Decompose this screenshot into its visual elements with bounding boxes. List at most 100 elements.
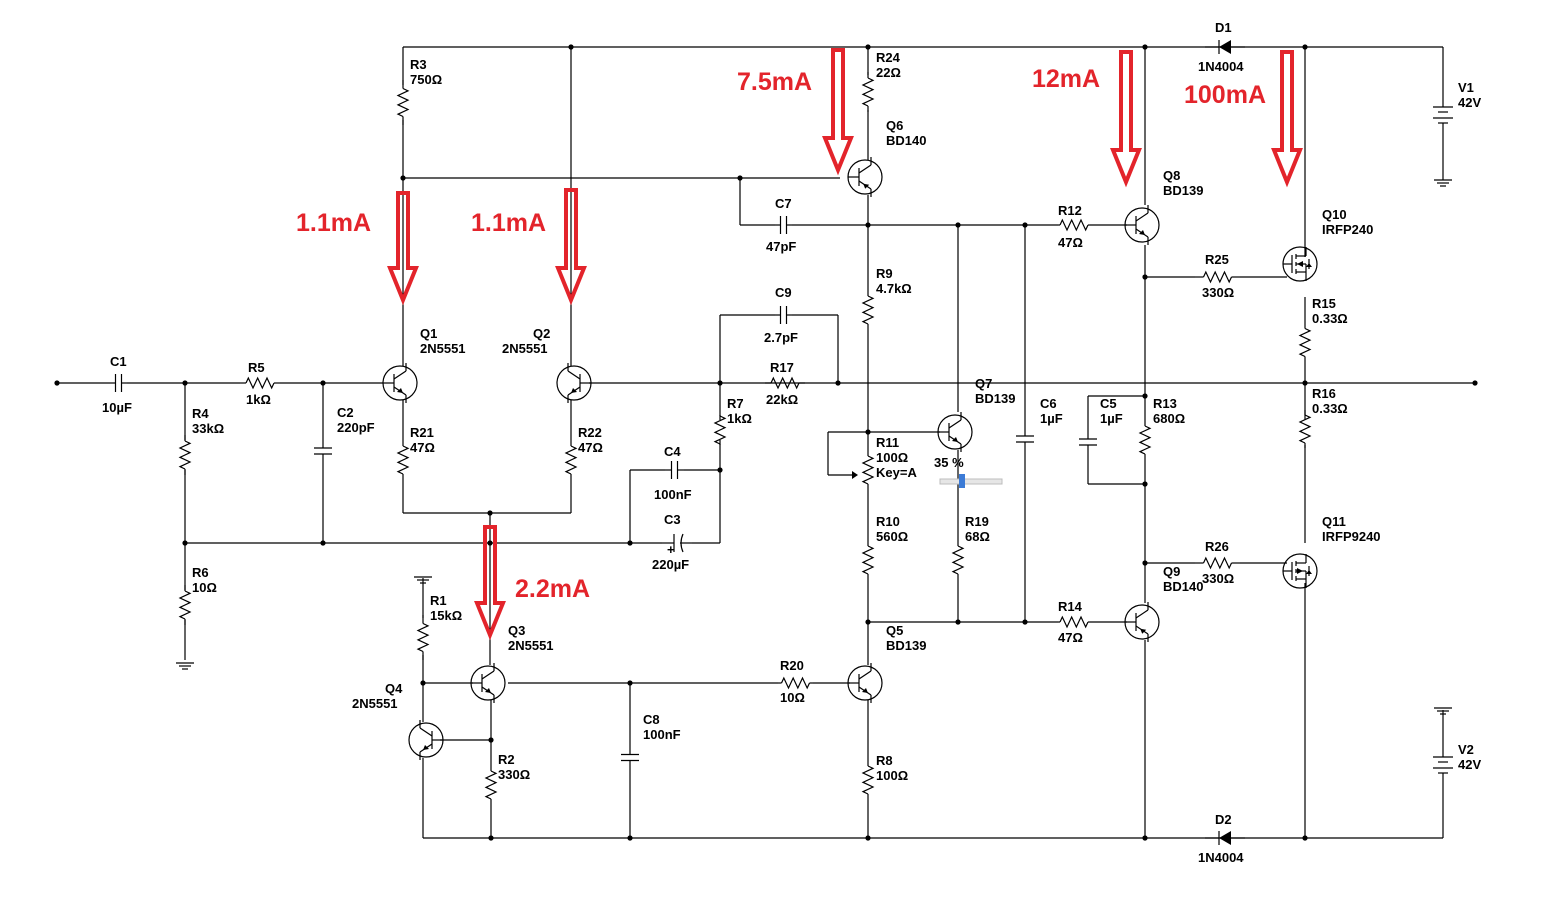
channel-arrow xyxy=(1297,261,1303,267)
label-r25-value: 330Ω xyxy=(1202,285,1234,300)
emitter-arrow xyxy=(571,388,577,393)
resistor-r26 xyxy=(1195,556,1240,570)
resistor-r21 xyxy=(396,440,410,480)
resistor-body xyxy=(416,622,430,653)
junction-dot xyxy=(1302,380,1308,386)
label-r21-value: 47Ω xyxy=(410,440,435,455)
label-q5-value: BD139 xyxy=(886,638,926,653)
ground-icon xyxy=(1434,707,1452,715)
label-c1: C1 xyxy=(110,354,127,369)
diode-arrow xyxy=(1306,570,1312,574)
label-c3: C3 xyxy=(664,512,681,527)
junction-dot xyxy=(1142,835,1148,841)
emitter-arrow xyxy=(423,745,429,750)
label-r6: R6 xyxy=(192,565,209,580)
label-c6-value: 1µF xyxy=(1040,411,1063,426)
label-r21: R21 xyxy=(410,425,434,440)
transistor-q1 xyxy=(382,363,418,403)
resistor-r17 xyxy=(765,376,805,390)
label-q3: Q3 xyxy=(508,623,525,638)
label-r17: R17 xyxy=(770,360,794,375)
label-c1-value: 10µF xyxy=(102,400,132,415)
resistor-r22 xyxy=(564,440,578,480)
collector xyxy=(419,727,433,737)
component-labels: C110µFR51kΩR433kΩC2220pFR610ΩR3750ΩQ12N5… xyxy=(102,20,1481,865)
resistor-body xyxy=(1202,270,1233,284)
battery-v2 xyxy=(1433,750,1453,780)
resistor-body xyxy=(1059,615,1089,629)
transistor-q7 xyxy=(937,412,973,452)
resistor-body xyxy=(1202,556,1233,570)
capacitor-c2 xyxy=(314,440,332,462)
label-r14: R14 xyxy=(1058,599,1083,614)
label-q3-value: 2N5551 xyxy=(508,638,554,653)
transistor-q6 xyxy=(847,157,883,197)
junction-dot xyxy=(320,380,326,386)
label-r20: R20 xyxy=(780,658,804,673)
junction-dot xyxy=(488,835,494,841)
emitter-arrow xyxy=(863,183,870,189)
junction-dot xyxy=(568,44,574,50)
label-q2: Q2 xyxy=(533,326,550,341)
label-r4-value: 33kΩ xyxy=(192,421,224,436)
label-c2: C2 xyxy=(337,405,354,420)
label-r12-value: 47Ω xyxy=(1058,235,1083,250)
capacitor-c3: + xyxy=(662,533,692,557)
capacitor-c9 xyxy=(775,306,792,324)
transistor-q4 xyxy=(408,720,444,760)
resistor-body xyxy=(178,440,192,470)
collector xyxy=(858,164,872,174)
label-r11: R11 xyxy=(876,435,899,450)
junction-dot xyxy=(1022,222,1028,228)
transistor-q2 xyxy=(556,363,592,403)
collector xyxy=(858,670,872,680)
ground-icon xyxy=(414,576,432,584)
label-q9-value: BD140 xyxy=(1163,579,1203,594)
resistor-body xyxy=(1298,414,1312,444)
label-q10-value: IRFP240 xyxy=(1322,222,1373,237)
label-r24: R24 xyxy=(876,50,901,65)
label-q7: Q7 xyxy=(975,376,992,391)
label-r14-value: 47Ω xyxy=(1058,630,1083,645)
label-r15-value: 0.33Ω xyxy=(1312,311,1348,326)
current-label-vas: 7.5mA xyxy=(737,68,812,96)
junction-dot xyxy=(420,680,426,686)
resistor-body xyxy=(861,545,875,575)
current-label-output: 100mA xyxy=(1184,81,1266,109)
label-c9-value: 2.7pF xyxy=(764,330,798,345)
current-arrow-vas xyxy=(822,48,854,176)
capacitor-c8 xyxy=(621,750,639,765)
junction-dot xyxy=(717,467,723,473)
diode-d1 xyxy=(1205,40,1245,54)
resistor-body xyxy=(861,455,875,485)
junction-dot xyxy=(1142,481,1148,487)
resistor-body xyxy=(484,770,498,800)
label-q1: Q1 xyxy=(420,326,437,341)
label-r7-value: 1kΩ xyxy=(727,411,752,426)
capacitor-c5 xyxy=(1079,433,1097,451)
resistor-body xyxy=(770,376,800,390)
label-c2-value: 220pF xyxy=(337,420,375,435)
junction-dot xyxy=(487,540,493,546)
junction-dot xyxy=(865,222,871,228)
label-q4: Q4 xyxy=(385,681,403,696)
label-r5: R5 xyxy=(248,360,265,375)
label-r19: R19 xyxy=(965,514,989,529)
junction-dot xyxy=(955,619,961,625)
label-q6: Q6 xyxy=(886,118,903,133)
label-v1-value: 42V xyxy=(1458,95,1481,110)
junction-dot xyxy=(487,510,493,516)
label-q11: Q11 xyxy=(1322,514,1346,529)
resistor-body xyxy=(861,295,875,325)
diode-triangle xyxy=(1219,40,1231,54)
resistor-body xyxy=(861,765,875,795)
emitter-arrow xyxy=(952,437,958,442)
components: + xyxy=(110,40,1453,845)
capacitor-c4 xyxy=(665,461,684,479)
junction-dot xyxy=(1302,44,1308,50)
junction-dot xyxy=(182,380,188,386)
current-arrow-driver xyxy=(1110,50,1142,188)
label-q8: Q8 xyxy=(1163,168,1180,183)
label-r11-value: Key=A xyxy=(876,465,917,480)
